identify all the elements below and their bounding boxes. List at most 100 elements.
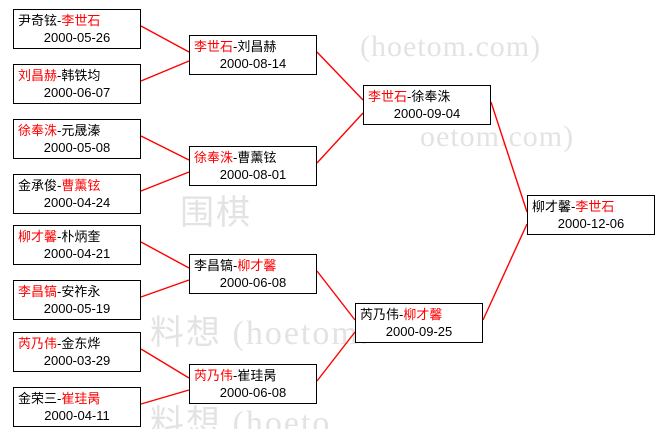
connector-line — [140, 135, 190, 161]
connector-line — [140, 348, 190, 379]
match-date: 2000-12-06 — [557, 216, 625, 231]
match-date: 2000-06-08 — [219, 385, 287, 400]
player-right: 元晟溱 — [61, 123, 101, 138]
connector-line — [140, 60, 190, 82]
match-players: 李世石-刘昌赫 — [194, 38, 312, 55]
match-date: 2000-09-04 — [393, 106, 461, 121]
match-players: 徐奉洙-元晟溱 — [18, 122, 136, 139]
player-left: 尹奇铉 — [18, 13, 58, 28]
player-separator: - — [57, 68, 62, 83]
match-date: 2000-05-19 — [43, 301, 111, 316]
match-players: 芮乃伟-崔珪昺 — [194, 367, 312, 384]
player-right: 李世石 — [575, 199, 615, 214]
connector-line — [482, 223, 528, 321]
match-players: 柳才馨-李世石 — [532, 198, 650, 215]
player-left: 金承俊 — [18, 178, 58, 193]
connector-line — [316, 331, 356, 382]
connector-line — [140, 25, 190, 53]
player-separator: - — [57, 178, 62, 193]
player-left: 芮乃伟 — [194, 368, 234, 383]
player-separator: - — [57, 229, 62, 244]
player-left: 柳才馨 — [532, 199, 572, 214]
player-right: 金东烨 — [61, 336, 101, 351]
player-left: 李世石 — [194, 39, 234, 54]
player-separator: - — [233, 368, 238, 383]
player-left: 李世石 — [368, 89, 408, 104]
player-left: 李昌镐 — [194, 258, 234, 273]
match-players: 李昌镐-安祚永 — [18, 283, 136, 300]
match-players: 芮乃伟-柳才馨 — [360, 306, 478, 323]
player-separator: - — [399, 307, 404, 322]
match-date: 2000-09-25 — [385, 324, 453, 339]
connector-line — [140, 171, 190, 192]
match-players: 李昌镐-柳才馨 — [194, 257, 312, 274]
player-right: 曹薰铉 — [237, 150, 277, 165]
match-players: 李世石-徐奉洙 — [368, 88, 486, 105]
player-separator: - — [233, 39, 238, 54]
match-players: 芮乃伟-金东烨 — [18, 335, 136, 352]
player-separator: - — [233, 258, 238, 273]
player-right: 安祚永 — [61, 284, 101, 299]
player-separator: - — [233, 150, 238, 165]
connector-line — [316, 51, 364, 101]
connector-line — [316, 270, 356, 321]
player-separator: - — [57, 284, 62, 299]
match-date: 2000-05-08 — [43, 140, 111, 155]
player-right: 朴炳奎 — [61, 229, 101, 244]
player-left: 李昌镐 — [18, 284, 58, 299]
player-right: 柳才馨 — [403, 307, 443, 322]
player-left: 徐奉洙 — [18, 123, 58, 138]
player-right: 曹薰铉 — [61, 178, 101, 193]
player-left: 金荣三 — [18, 391, 58, 406]
player-left: 芮乃伟 — [360, 307, 400, 322]
player-right: 徐奉洙 — [411, 89, 451, 104]
player-separator: - — [57, 123, 62, 138]
match-date: 2000-08-14 — [219, 56, 287, 71]
connector-line — [140, 241, 190, 269]
match-date: 2000-05-26 — [43, 30, 111, 45]
player-left: 徐奉洙 — [194, 150, 234, 165]
player-right: 崔珪昺 — [237, 368, 277, 383]
match-players: 金荣三-崔珪昺 — [18, 390, 136, 407]
match-players: 徐奉洙-曹薰铉 — [194, 149, 312, 166]
player-right: 刘昌赫 — [237, 39, 277, 54]
match-players: 尹奇铉-李世石 — [18, 12, 136, 29]
player-right: 韩铁均 — [61, 68, 101, 83]
player-left: 芮乃伟 — [18, 336, 58, 351]
match-players: 刘昌赫-韩铁均 — [18, 67, 136, 84]
connector-line — [140, 279, 190, 298]
match-date: 2000-06-08 — [219, 275, 287, 290]
player-separator: - — [57, 391, 62, 406]
match-node[interactable]: 柳才馨-朴炳奎 2000-04-21 — [13, 225, 141, 265]
player-left: 柳才馨 — [18, 229, 58, 244]
connector-line — [490, 101, 528, 213]
connector-line — [316, 112, 364, 164]
player-separator: - — [57, 13, 62, 28]
player-separator: - — [407, 89, 412, 104]
connector-line — [140, 389, 190, 405]
player-right: 柳才馨 — [237, 258, 277, 273]
player-right: 李世石 — [61, 13, 101, 28]
match-players: 金承俊-曹薰铉 — [18, 177, 136, 194]
match-date: 2000-04-21 — [43, 246, 111, 261]
player-separator: - — [571, 199, 576, 214]
match-date: 2000-06-07 — [43, 85, 111, 100]
player-left: 刘昌赫 — [18, 68, 58, 83]
match-date: 2000-08-01 — [219, 167, 287, 182]
